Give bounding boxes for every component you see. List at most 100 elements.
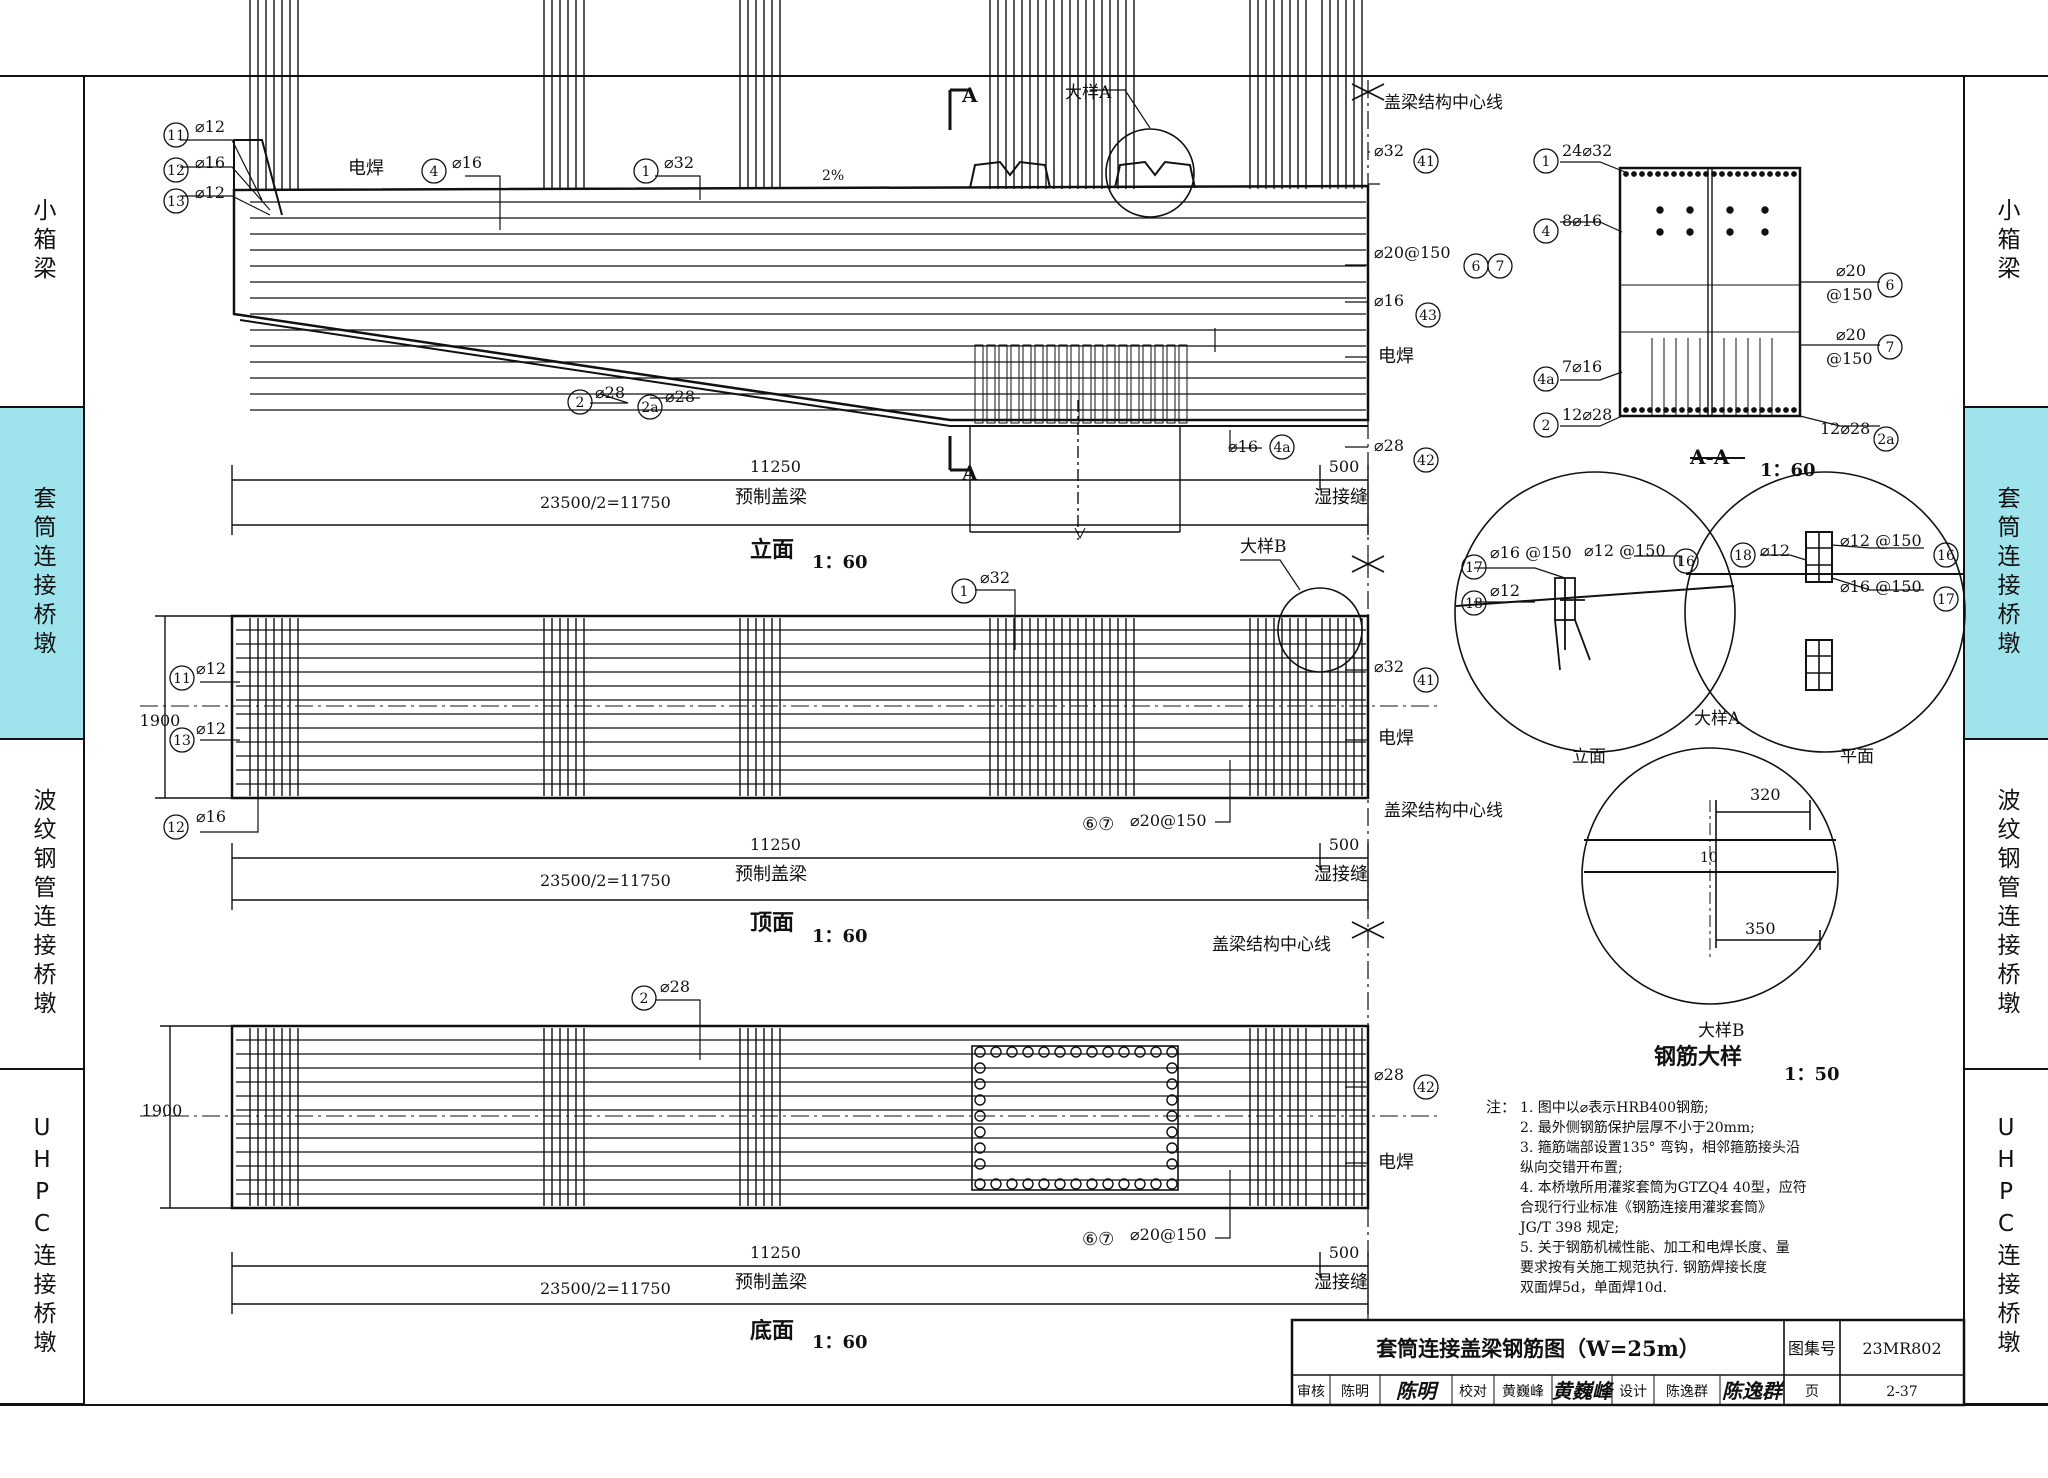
rebar-dot (1679, 171, 1685, 177)
side-tab-2[interactable]: 波纹钢管连接桥墩 (0, 740, 84, 1070)
side-tab-label: 小箱梁 (1993, 197, 2019, 285)
callout-circle (1933, 586, 1959, 612)
label-common-dim_11250: 11250 (750, 835, 801, 854)
label-elevation-labels-d28a: ⌀28 (595, 383, 625, 402)
sleeve-circle (1070, 1046, 1082, 1058)
sleeve-circle (974, 1158, 986, 1170)
sleeve-circle (1054, 1046, 1066, 1058)
rebar-dot (1663, 407, 1669, 413)
label-elevation-section_mark: A (961, 83, 978, 107)
side-tab-0[interactable]: 小箱梁 (0, 76, 84, 408)
label-bottom-labels-n42: 42 (1417, 1080, 1435, 1096)
rebar-dot (1686, 228, 1694, 236)
title-block (1290, 1318, 1966, 1407)
label-elevation-labels-d16r: ⌀16 (1374, 291, 1404, 310)
rebar-dot (1759, 171, 1765, 177)
rebar-dot (1695, 407, 1701, 413)
label-elevation-labels-d16a: ⌀16 (195, 153, 225, 172)
rebar-dot (1639, 171, 1645, 177)
rebar-dot (1735, 171, 1741, 177)
label-common-dim_1900: 1900 (140, 711, 181, 730)
rebar-dot (1727, 407, 1733, 413)
sleeve-circle (1166, 1046, 1178, 1058)
label-detail_b-dim_350: 350 (1745, 919, 1776, 938)
side-tab-label: 套筒连接桥墩 (29, 486, 55, 660)
label-common-dim_500: 500 (1329, 457, 1360, 476)
label-detail_a-labels-r12b: ⌀12 @150 (1840, 531, 1922, 550)
end-block (233, 139, 283, 216)
label-detail_a-labels-r16: ⌀16 @150 (1840, 577, 1922, 596)
sleeve-circle (1070, 1178, 1082, 1190)
signature: 陈明 (1396, 1379, 1440, 1403)
rebar-dot (1743, 171, 1749, 177)
label-elevation-labels-n6: 6 (1472, 259, 1481, 275)
rebar-dot (1631, 407, 1637, 413)
label-section_aa-labels-n4: 4 (1542, 224, 1551, 240)
label-detail_a-labels-n18: 18 (1465, 596, 1483, 612)
label-plan-labels-n12: 12 (167, 820, 185, 836)
rebar-dot (1623, 407, 1629, 413)
label-bottom-labels-n2: 2 (640, 991, 649, 1007)
sleeve-bar (1046, 344, 1056, 424)
label-elevation-labels-n4: 4 (430, 164, 439, 180)
label-common-wet_joint: 湿接缝 (1314, 1272, 1368, 1293)
rebar-dot (1647, 407, 1653, 413)
label-section_aa-labels-n7: 7 (1886, 340, 1895, 356)
label-bottom-labels-d28r: ⌀28 (1374, 1065, 1404, 1084)
callout-circle (1269, 434, 1295, 460)
label-elevation-labels-d28r: ⌀28 (1374, 436, 1404, 455)
side-tab-1[interactable]: 套筒连接桥墩 (0, 408, 84, 740)
side-tab-2[interactable]: 波纹钢管连接桥墩 (1964, 740, 2048, 1070)
label-detail_a-labels-rn17: 17 (1937, 592, 1955, 608)
label-section_aa-labels-n6: 6 (1886, 278, 1895, 294)
label-elevation-labels-n12: 12 (167, 163, 185, 179)
rebar-dot (1761, 206, 1769, 214)
callout-circle (1533, 412, 1559, 438)
label-elevation-labels-d28b: ⌀28 (665, 387, 695, 406)
rebar-dot (1726, 206, 1734, 214)
sleeve-bar (1034, 344, 1044, 424)
callout-circle (637, 394, 663, 420)
callout-circle (1413, 148, 1439, 174)
rebar-dot (1686, 206, 1694, 214)
rebar-dot (1655, 407, 1661, 413)
callout-circle (169, 665, 195, 691)
label-detail_a-labels-rn16: 16 (1937, 548, 1955, 564)
rebar-dot (1687, 407, 1693, 413)
sleeve-circle (1166, 1142, 1178, 1154)
rebar-dot (1679, 407, 1685, 413)
plan-longitudinal-bars (236, 629, 1366, 799)
label-plan-labels-n41: 41 (1417, 673, 1435, 689)
label-notes-lines-5: 合现行行业标准《钢筋连接用灌浆套筒》 (1520, 1199, 1772, 1216)
label-notes-lines-6: JG/T 398 规定; (1518, 1220, 1619, 1236)
callout-circle (1533, 148, 1559, 174)
label-section_aa-labels-t2: 12⌀28 (1562, 405, 1612, 424)
rebar-dot (1726, 228, 1734, 236)
section-aa-view (1560, 161, 1880, 459)
side-tab-1[interactable]: 套筒连接桥墩 (1964, 408, 2048, 740)
label-elevation-labels-n2a: 2a (641, 400, 658, 416)
label-section_aa-labels-n1: 1 (1542, 154, 1551, 170)
side-tab-label: UHPC连接桥墩 (29, 1114, 55, 1359)
label-section_aa-labels-n2: 2 (1542, 418, 1551, 434)
callout-circle (951, 578, 977, 604)
detail-b-circle (1581, 747, 1839, 1005)
callout-circle (1533, 218, 1559, 244)
sleeve-circle (1102, 1046, 1114, 1058)
sleeve-circle (990, 1046, 1002, 1058)
label-elevation-detail_a: 大样A (1065, 83, 1112, 103)
sleeve-circle (974, 1062, 986, 1074)
label-detail_a-labels-n17: 17 (1465, 560, 1483, 576)
callout-circle (1413, 667, 1439, 693)
label-plan-labels-n11: 11 (173, 671, 191, 687)
label-plan-scale: 1：60 (812, 926, 868, 947)
label-section_aa-labels-t7a: ⌀20 (1836, 325, 1866, 344)
sleeve-bar (1118, 344, 1128, 424)
sleeve-circle (974, 1078, 986, 1090)
label-common-weld: 电焊 (348, 158, 384, 179)
callout-circle (1877, 272, 1903, 298)
sleeve-circle (1054, 1178, 1066, 1190)
rebar-dot (1671, 407, 1677, 413)
label-notes-lines-3: 纵向交错开布置; (1520, 1159, 1623, 1176)
side-tab-0[interactable]: 小箱梁 (1964, 76, 2048, 408)
